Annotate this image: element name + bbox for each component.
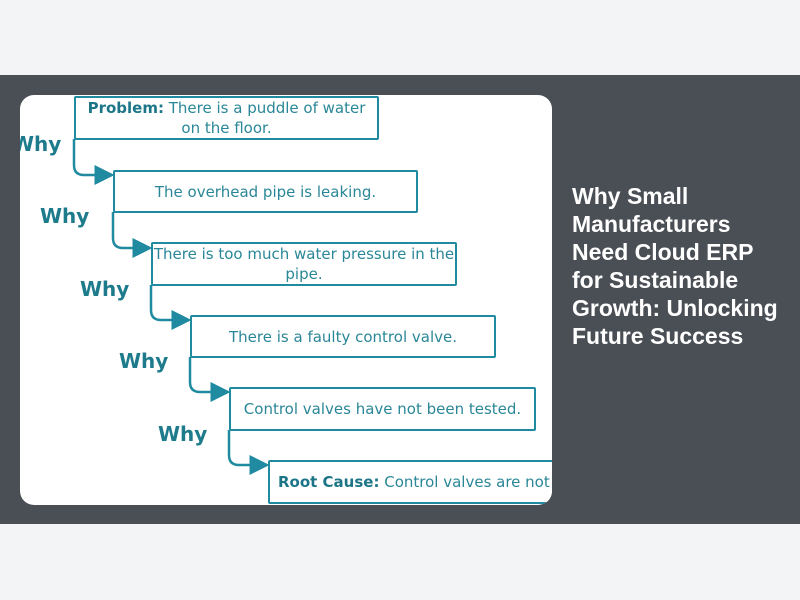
step-5: Control valves have not been tested. [229, 387, 536, 431]
why-label: Why [80, 277, 130, 301]
step-prefix: Root Cause: [278, 473, 380, 491]
five-whys-diagram-image: Problem: There is a puddle of water on t… [20, 95, 552, 505]
step-3: There is too much water pressure in the … [151, 242, 457, 286]
connector-arrows [72, 139, 270, 475]
step-text: There is too much water pressure in the … [153, 245, 455, 283]
arrow-1 [72, 139, 115, 185]
step-text: There is a puddle of water on the floor. [163, 99, 366, 137]
why-label: Why [119, 349, 169, 373]
why-label: Why [20, 132, 62, 156]
step-root-cause: Root Cause: Control valves are not on th… [268, 460, 552, 504]
arrow-5 [227, 430, 270, 475]
step-text: Control valves are not on the maintenanc… [384, 473, 552, 491]
step-problem: Problem: There is a puddle of water on t… [74, 96, 379, 140]
why-label: Why [40, 204, 90, 228]
step-4: There is a faulty control valve. [190, 315, 496, 358]
step-prefix: Problem: [87, 99, 164, 117]
step-text: The overhead pipe is leaking. [154, 182, 377, 201]
step-2: The overhead pipe is leaking. [113, 170, 418, 213]
article-title[interactable]: Why Small Manufacturers Need Cloud ERP f… [572, 183, 778, 349]
arrow-2 [111, 212, 153, 258]
step-text: Control valves have not been tested. [243, 400, 522, 418]
arrow-4 [188, 357, 231, 402]
step-text: There is a faulty control valve. [229, 327, 457, 346]
arrow-3 [149, 285, 192, 330]
why-label: Why [158, 422, 208, 446]
